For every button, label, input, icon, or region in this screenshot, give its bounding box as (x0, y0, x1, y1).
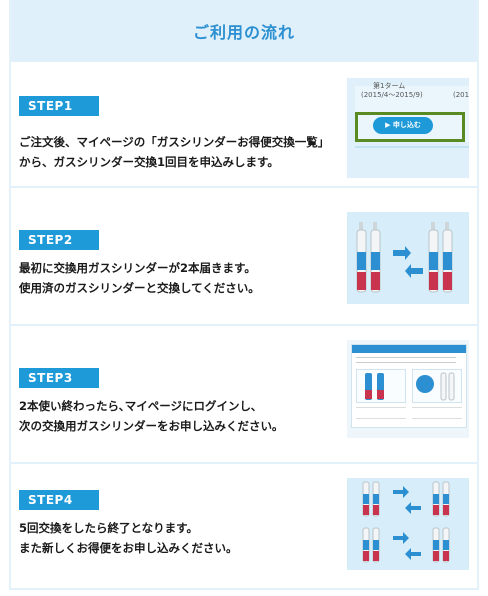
gas-cylinder-icon (416, 372, 455, 401)
product-caption (356, 407, 406, 419)
section-title: ご利用の流れ (192, 23, 295, 42)
repeated-exchange-illustration (362, 481, 450, 563)
step-2-line-1: 最初に交換用ガスシリンダーが2本届きます。 (19, 261, 256, 275)
step-1: STEP1 ご注文後、マイページの「ガスシリンダーお得便交換一覧」 から、ガスシ… (11, 62, 477, 188)
cylinder-product-card (356, 369, 406, 403)
term-label: 第1ターム (373, 82, 406, 90)
mypage-screenshot (351, 344, 467, 428)
usage-flow-panel: ご利用の流れ STEP1 ご注文後、マイページの「ガスシリンダーお得便交換一覧」… (9, 0, 479, 590)
step-2-badge: STEP2 (19, 230, 99, 250)
play-icon: ▶ (385, 121, 391, 129)
section-header: ご利用の流れ (11, 0, 477, 62)
exchange-arrows-icon (393, 246, 423, 278)
cylinder-exchange-illustration (356, 222, 453, 293)
step-3-line-2: 次の交換用ガスシリンダーをお申し込みください｡ (19, 419, 278, 433)
step-1-line-2: から、ガスシリンダー交換1回目を申込みします。 (19, 155, 279, 169)
step-4-line-2: また新しくお得便をお申し込みください。 (19, 541, 238, 555)
mypage-titlebar (352, 345, 466, 353)
mypage-text-lines (356, 357, 456, 363)
step-4-image (347, 478, 469, 570)
cylinder-product-card (412, 369, 462, 403)
step-3-line-1: 2本使い終わったら､マイページにログインし､ (19, 399, 257, 413)
term-dates: (2015/4〜2015/9) (361, 91, 423, 99)
step-3: STEP3 2本使い終わったら､マイページにログインし､ 次の交換用ガスシリンダ… (11, 326, 477, 464)
step-2: STEP2 最初に交換用ガスシリンダーが2本届きます。 使用済のガスシリンダーと… (11, 188, 477, 326)
step-4-badge: STEP4 (19, 490, 99, 510)
step-2-line-2: 使用済のガスシリンダーと交換してください。 (19, 281, 260, 295)
step-1-badge: STEP1 (19, 96, 99, 116)
gas-cylinder-icon (356, 222, 381, 293)
exchange-arrows-icon (393, 486, 421, 560)
step-2-image (347, 212, 469, 304)
gas-cylinder-icon (362, 481, 450, 563)
step-1-line-1: ご注文後、マイページの「ガスシリンダーお得便交換一覧」 (19, 135, 330, 149)
term-next: (201 (453, 91, 469, 99)
product-caption (412, 407, 462, 419)
step-3-image (347, 340, 469, 438)
apply-button-label: 申し込む (392, 121, 421, 129)
gas-cylinder-icon (428, 222, 453, 293)
divider (355, 146, 469, 148)
step-4-line-1: 5回交換をしたら終了となります。 (19, 521, 199, 535)
step-1-image: 第1ターム (2015/4〜2015/9) (201 ▶ 申し込む (347, 78, 469, 178)
apply-button[interactable]: ▶ 申し込む (373, 117, 433, 134)
gas-cylinder-icon (365, 373, 384, 400)
step-3-badge: STEP3 (19, 368, 99, 388)
step-4: STEP4 5回交換をしたら終了となります。 また新しくお得便をお申し込みくださ… (11, 464, 477, 590)
